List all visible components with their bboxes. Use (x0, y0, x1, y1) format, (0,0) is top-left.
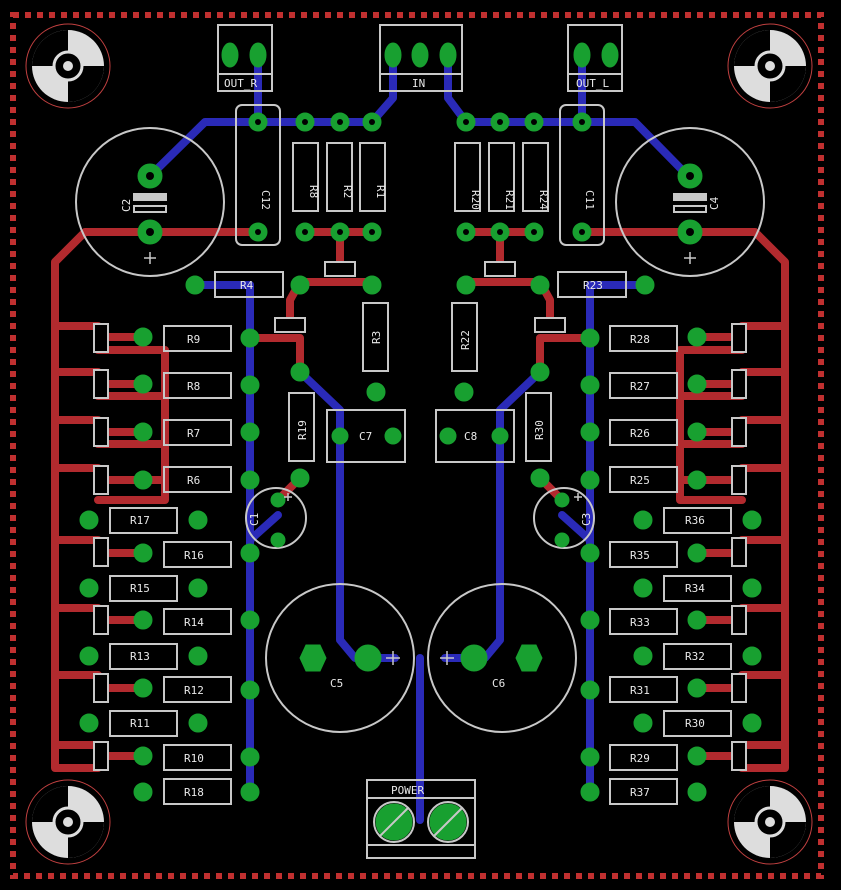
label-in: IN (412, 77, 425, 90)
label-resistor: R26 (630, 427, 650, 440)
label-r2: R2 (341, 185, 354, 198)
label-resistor: R12 (184, 684, 204, 697)
label-resistor: R29 (630, 752, 650, 765)
label-c3: C3 (580, 513, 593, 526)
label-r30v: R30 (533, 420, 546, 440)
label-r19: R19 (296, 420, 309, 440)
label-r20: R20 (469, 190, 482, 210)
label-c4: C4 (708, 196, 721, 210)
label-resistor: R30 (685, 717, 705, 730)
label-r23: R23 (583, 279, 603, 292)
label-resistor: R8 (187, 380, 200, 393)
mounting-hole (25, 779, 111, 865)
connector-out-l (567, 24, 623, 92)
label-resistor: R27 (630, 380, 650, 393)
label-out-l: OUT_L (576, 77, 609, 90)
label-resistor: R37 (630, 786, 650, 799)
mounting-hole (727, 779, 813, 865)
label-c7: C7 (359, 430, 372, 443)
connector-out-r (217, 24, 273, 92)
pads (79, 42, 762, 841)
label-resistor: R31 (630, 684, 650, 697)
label-c2: C2 (120, 199, 133, 212)
board-outline (10, 12, 824, 879)
connector-in (379, 24, 463, 92)
label-resistor: R13 (130, 650, 150, 663)
mounting-hole (25, 23, 111, 109)
label-resistor: R32 (685, 650, 705, 663)
label-c1: C1 (248, 513, 261, 526)
polarity-marks (144, 252, 696, 665)
label-r22: R22 (459, 330, 472, 350)
label-r3: R3 (370, 331, 383, 344)
power-pad-marks (373, 801, 469, 843)
connector-power (366, 779, 476, 859)
label-r4: R4 (240, 279, 254, 292)
pad-holes (146, 119, 694, 236)
label-resistor: R28 (630, 333, 650, 346)
label-resistor: R11 (130, 717, 150, 730)
label-resistor: R25 (630, 474, 650, 487)
label-power: POWER (391, 784, 424, 797)
label-c11: C11 (583, 190, 596, 210)
label-resistor: R17 (130, 514, 150, 527)
left-resistor-boxes (109, 325, 232, 805)
label-resistor: R9 (187, 333, 200, 346)
label-resistor: R10 (184, 752, 204, 765)
label-resistor: R14 (184, 616, 204, 629)
connector-labels: OUT_R IN OUT_L POWER (224, 77, 609, 797)
silkscreen (75, 24, 765, 859)
right-resistor-boxes (609, 325, 732, 805)
label-resistor: R16 (184, 549, 204, 562)
label-c6: C6 (492, 677, 505, 690)
label-resistor: R15 (130, 582, 150, 595)
label-r1: R1 (374, 185, 387, 198)
label-c8: C8 (464, 430, 477, 443)
component-labels: C12 C11 R8 R2 R1 R20 R21 R24 C2 C4 R4 R2… (120, 185, 721, 690)
label-r8: R8 (307, 185, 320, 198)
label-resistor: R36 (685, 514, 705, 527)
label-r21: R21 (503, 190, 516, 210)
label-resistor: R34 (685, 582, 705, 595)
label-resistor: R18 (184, 786, 204, 799)
side-transistors (93, 323, 747, 771)
right-resistor-labels: R28 R27 R26 R25 R35 R33 R31 R29 R37 R36 … (630, 333, 705, 799)
label-c5: C5 (330, 677, 343, 690)
left-resistor-labels: R9 R8 R7 R6 R16 R14 R12 R10 R18 R17 R15 … (130, 333, 204, 799)
label-c12: C12 (259, 190, 272, 210)
mounting-hole (727, 23, 813, 109)
label-r24: R24 (537, 190, 550, 210)
label-out-r: OUT_R (224, 77, 257, 90)
label-resistor: R35 (630, 549, 650, 562)
label-resistor: R7 (187, 427, 200, 440)
label-resistor: R6 (187, 474, 200, 487)
mounting-holes (25, 23, 813, 865)
label-resistor: R33 (630, 616, 650, 629)
